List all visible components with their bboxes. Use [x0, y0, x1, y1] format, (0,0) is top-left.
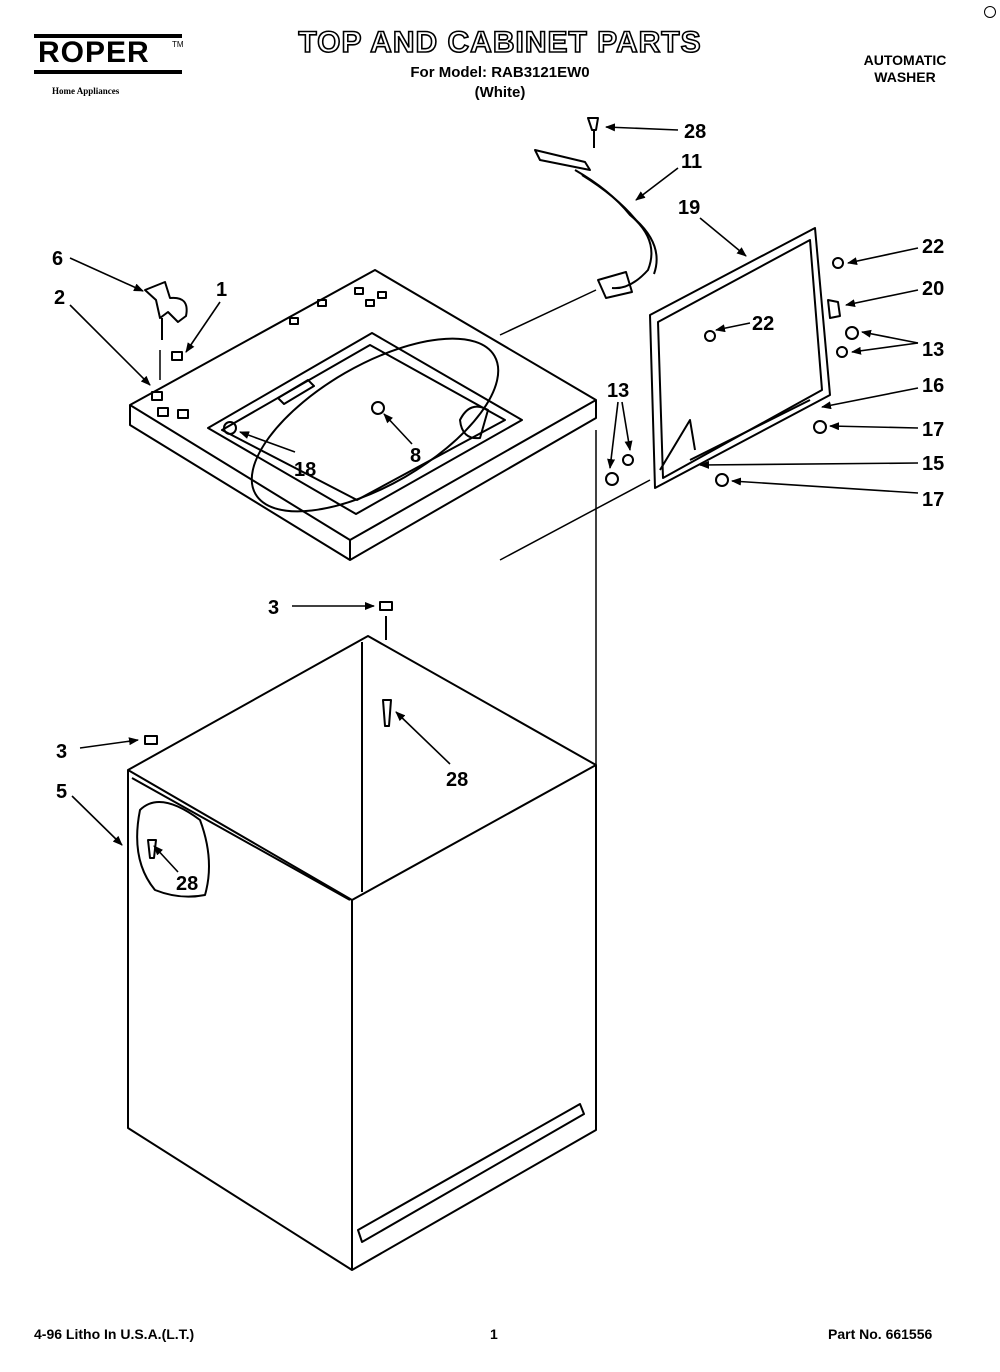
arrow-6: [69, 257, 144, 292]
arrow-17-lower: [731, 477, 919, 494]
logo-frame: [34, 34, 182, 74]
page-title: TOP AND CABINET PARTS: [298, 25, 702, 60]
arrow-13-left-a: [607, 401, 619, 469]
callout-28-low: 28: [176, 873, 198, 895]
arrow-28-mid: [395, 711, 451, 765]
callout-arrows: [69, 123, 919, 873]
arrow-28-low: [153, 845, 179, 873]
arrow-20: [845, 289, 919, 308]
arrow-2: [69, 304, 151, 386]
arrow-3-left: [79, 737, 139, 749]
brand-trademark: TM: [172, 40, 184, 49]
arrow-11: [635, 167, 679, 201]
product-type-line2: WASHER: [874, 69, 936, 85]
callout-2: 2: [54, 287, 65, 309]
arrow-18: [239, 431, 296, 453]
callout-28-mid: 28: [446, 769, 468, 791]
litho-note: 4-96 Litho In U.S.A.(L.T.): [34, 1326, 195, 1342]
arrow-22-right: [847, 247, 919, 266]
callout-5: 5: [56, 781, 67, 803]
washer-top-panel: [129, 269, 597, 561]
callout-17-upper: 17: [922, 419, 944, 441]
callout-8: 8: [410, 445, 421, 467]
callout-17-lower: 17: [922, 489, 944, 511]
callout-13-left: 13: [607, 380, 629, 402]
arrow-13-left-b: [621, 401, 633, 451]
color-line: (White): [474, 84, 526, 101]
hinge-spring: [144, 281, 188, 361]
brand-subtitle: Home Appliances: [52, 86, 120, 96]
arrow-28-top: [605, 123, 679, 132]
cabinet: [127, 601, 597, 1271]
brand-name: ROPER: [38, 36, 150, 69]
callout-15: 15: [922, 453, 944, 475]
arrow-17-upper: [829, 422, 919, 431]
arrow-5: [71, 795, 123, 846]
arrow-16: [821, 387, 919, 410]
callout-1: 1: [216, 279, 227, 301]
callout-3-upper: 3: [268, 597, 279, 619]
lid-frame: [605, 227, 859, 489]
part-number: Part No. 661556: [828, 1326, 933, 1342]
arrow-19: [699, 217, 747, 257]
corner-registration-mark: [984, 6, 996, 18]
assembly-connector-lines: [159, 289, 651, 780]
callout-18: 18: [294, 459, 316, 481]
callout-3-left: 3: [56, 741, 67, 763]
arrow-15: [699, 460, 919, 469]
brand-logo: ROPER TM Home Appliances: [34, 34, 184, 96]
callout-22-right: 22: [922, 236, 944, 258]
product-type-line1: AUTOMATIC: [863, 52, 947, 68]
callout-28-top: 28: [684, 121, 706, 143]
arrow-8: [383, 413, 413, 445]
arrow-13-right-b: [851, 342, 919, 355]
callout-numbers: 28 11 19 22 20 22 13 16 17 15 17 13 6 1 …: [52, 121, 944, 895]
callout-11: 11: [681, 151, 702, 173]
callout-22-inner: 22: [752, 313, 774, 335]
arrow-13-right-a: [861, 329, 919, 344]
callout-19: 19: [678, 197, 700, 219]
callout-16: 16: [922, 375, 944, 397]
callout-20: 20: [922, 278, 944, 300]
page-number: 1: [490, 1326, 498, 1342]
callout-6: 6: [52, 248, 63, 270]
lid-switch-harness: [534, 117, 658, 299]
arrow-1: [185, 301, 221, 353]
callout-13-right: 13: [922, 339, 944, 361]
model-line: For Model: RAB3121EW0: [410, 64, 590, 81]
arrow-22-inner: [715, 322, 751, 333]
